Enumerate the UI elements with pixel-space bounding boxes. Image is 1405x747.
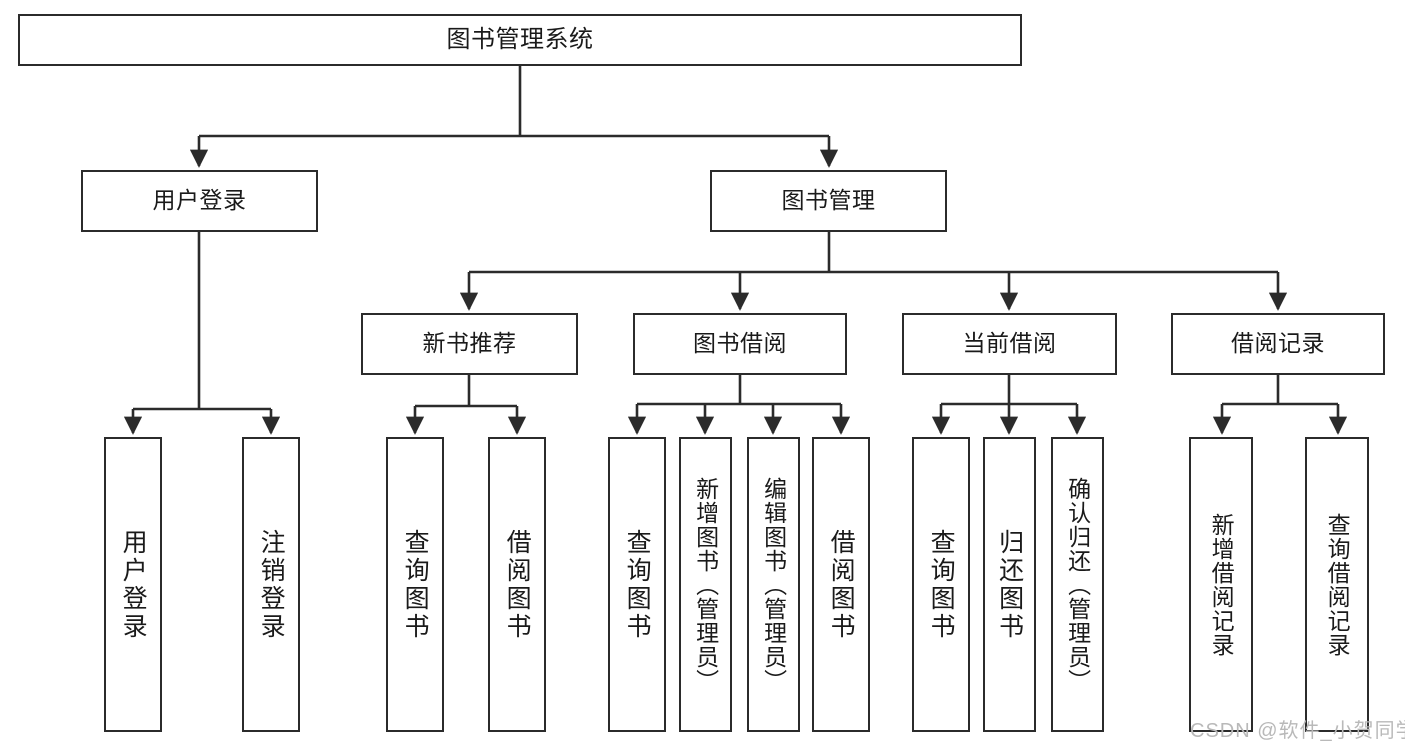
node-leaf-edit-book-admin[interactable]: 编辑图书（管理员）	[747, 437, 800, 732]
node-user-login[interactable]: 用户登录	[81, 170, 318, 232]
node-leaf-query-book-1[interactable]: 查询图书	[386, 437, 444, 732]
node-book-management[interactable]: 图书管理	[710, 170, 947, 232]
node-leaf-query-book-2[interactable]: 查询图书	[608, 437, 666, 732]
node-label: 查询图书	[401, 528, 430, 641]
node-new-book-recommend[interactable]: 新书推荐	[361, 313, 578, 375]
node-root-book-management-system[interactable]: 图书管理系统	[18, 14, 1022, 66]
node-book-borrow[interactable]: 图书借阅	[633, 313, 847, 375]
node-leaf-add-borrow-record[interactable]: 新增借阅记录	[1189, 437, 1253, 732]
node-label: 用户登录	[119, 528, 148, 641]
node-leaf-confirm-return-admin[interactable]: 确认归还（管理员）	[1051, 437, 1104, 732]
node-label: 新增图书（管理员）	[692, 476, 719, 693]
node-label: 借阅记录	[1231, 330, 1325, 357]
node-label: 编辑图书（管理员）	[760, 476, 787, 693]
node-label: 用户登录	[152, 187, 247, 214]
node-label: 查询图书	[927, 528, 956, 641]
node-leaf-user-login[interactable]: 用户登录	[104, 437, 162, 732]
node-current-borrow[interactable]: 当前借阅	[902, 313, 1117, 375]
csdn-watermark: CSDN @软件_小贺同学	[1190, 720, 1405, 742]
node-leaf-logout-login[interactable]: 注销登录	[242, 437, 300, 732]
node-leaf-return-book[interactable]: 归还图书	[983, 437, 1036, 732]
node-label: 新增借阅记录	[1208, 512, 1235, 657]
node-label: 图书管理	[781, 187, 876, 214]
node-leaf-query-book-3[interactable]: 查询图书	[912, 437, 970, 732]
node-label: 查询图书	[623, 528, 652, 641]
node-leaf-add-book-admin[interactable]: 新增图书（管理员）	[679, 437, 732, 732]
node-label: 借阅图书	[827, 528, 856, 641]
node-leaf-borrow-book-2[interactable]: 借阅图书	[812, 437, 870, 732]
node-label: 注销登录	[257, 528, 286, 641]
node-label: 查询借阅记录	[1324, 512, 1351, 657]
node-label: 新书推荐	[422, 330, 517, 357]
node-label: 确认归还（管理员）	[1064, 476, 1091, 693]
node-leaf-borrow-book-1[interactable]: 借阅图书	[488, 437, 546, 732]
node-label: 归还图书	[995, 528, 1024, 641]
node-borrow-record[interactable]: 借阅记录	[1171, 313, 1385, 375]
node-label: 当前借阅	[962, 330, 1057, 357]
node-label: 借阅图书	[503, 528, 532, 641]
node-label: 图书管理系统	[446, 25, 594, 53]
node-label: 图书借阅	[693, 330, 787, 357]
node-leaf-query-borrow-record[interactable]: 查询借阅记录	[1305, 437, 1369, 732]
